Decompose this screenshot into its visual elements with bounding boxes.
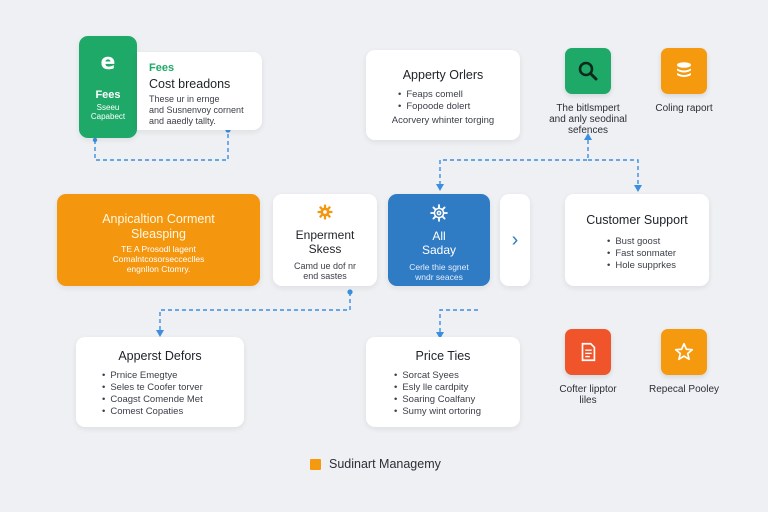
list-item: Comest Copaties [102, 406, 244, 418]
arrowhead [436, 184, 444, 191]
list-item: Soaring Coalfany [394, 394, 520, 406]
apperty-orders-footer: Acorvery whinter torging [391, 115, 495, 126]
connector-to-support [588, 159, 639, 185]
logo-e-icon: e [100, 50, 116, 75]
enperment-skess-subtitle: Skess [308, 242, 342, 256]
connector-enperment-to-defors [159, 292, 351, 330]
enperment-skess-line: Camd ue dof nr [293, 261, 357, 271]
application-content-card[interactable]: Anpicaltion Corment Sleasping TE A Proso… [57, 194, 260, 286]
arrowhead [156, 330, 164, 337]
coin-tile[interactable] [661, 48, 707, 94]
enperment-skess-title: Enperment [295, 228, 355, 242]
search-tile[interactable] [565, 48, 611, 94]
cost-breakdown-line: These ur in ernge [149, 94, 220, 104]
all-saday-line: wndr seaces [415, 272, 463, 282]
arrowhead [634, 185, 642, 192]
apperty-orders-title: Apperty Orlers [402, 68, 484, 82]
list-item: Prnice Emegtye [102, 370, 244, 382]
enperment-skess-line: end sastes [303, 271, 347, 281]
gear-icon [430, 204, 448, 222]
search-icon [578, 61, 598, 81]
list-item: Sorcat Syees [394, 370, 520, 382]
fees-badge-line2: Capabect [90, 112, 126, 121]
list-item: Feaps comell [398, 89, 520, 101]
cost-breakdown-line: and aaedly tallty. [149, 116, 216, 126]
price-ties-title: Price Ties [415, 349, 471, 363]
list-item: Fast sonmater [607, 248, 709, 260]
list-item: Fopoode dolert [398, 101, 520, 113]
cost-breakdown-title: Cost breadons [149, 77, 231, 91]
customer-support-title: Customer Support [586, 213, 688, 227]
chevron-right-icon: › [511, 228, 519, 251]
label-line: Cofter lipptor [559, 384, 617, 395]
all-saday-card[interactable]: All Saday Cerle thie sgnet wndr seaces [388, 194, 490, 286]
search-tile-label: The bitlsmpert and anly seodinal sefence… [538, 103, 638, 136]
apperty-orders-card[interactable]: Apperty Orlers Feaps comell Fopoode dole… [366, 50, 520, 140]
list-item: Hole supprkes [607, 260, 709, 272]
list-item: Seles te Coofer torver [102, 382, 244, 394]
connector-dot [92, 137, 98, 143]
legend: Sudinart Managemy [310, 457, 441, 471]
coin-tile-label: Coling raport [640, 103, 728, 114]
cost-breakdown-tag: Fees [149, 62, 175, 74]
apperst-defors-card[interactable]: Apperst Defors Prnice Emegtye Seles te C… [76, 337, 244, 427]
label-line: Repecal Pooley [648, 384, 720, 395]
list-item: Bust goost [607, 236, 709, 248]
apperst-defors-title: Apperst Defors [118, 349, 202, 363]
document-icon [581, 342, 596, 362]
application-content-line: engnllon Ctomry. [126, 264, 191, 274]
application-content-line: Comalntcosorsecceclles [112, 254, 205, 264]
list-item: Esly lle cardpity [394, 382, 520, 394]
fees-badge-card[interactable]: e Fees Sseeu Capabect [79, 36, 137, 138]
customer-support-list: Bust goost Fast sonmater Hole supprkes [607, 236, 709, 272]
label-line: Coling raport [655, 103, 713, 114]
legend-swatch [310, 458, 321, 470]
price-ties-card[interactable]: Price Ties Sorcat Syees Esly lle cardpit… [366, 337, 520, 427]
connector-dot [347, 289, 353, 295]
label-line: and anly seodinal [549, 114, 627, 125]
star-tile-label: Repecal Pooley [636, 384, 732, 395]
label-line: The bitlsmpert [556, 103, 620, 114]
cost-breakdown-line: and Susnenvoy cornent [149, 105, 244, 115]
label-line: sefences [567, 125, 609, 136]
document-tile-label: Cofter lipptor liles [543, 384, 633, 406]
apperst-defors-list: Prnice Emegtye Seles te Coofer torver Co… [102, 370, 244, 418]
list-item: Coagst Comende Met [102, 394, 244, 406]
application-content-line: TE A Prosodl lagent [121, 244, 196, 254]
connector-all-to-price [439, 309, 480, 332]
customer-support-card[interactable]: Customer Support Bust goost Fast sonmate… [565, 194, 709, 286]
star-icon [674, 342, 694, 361]
all-saday-line: Cerle thie sgnet [409, 262, 469, 272]
gear-icon [317, 204, 333, 220]
all-saday-title: All [432, 229, 446, 243]
enperment-skess-card[interactable]: Enperment Skess Camd ue dof nr end saste… [273, 194, 377, 286]
fees-badge-line1: Sseeu [96, 103, 120, 112]
price-ties-list: Sorcat Syees Esly lle cardpity Soaring C… [394, 370, 520, 418]
legend-label: Sudinart Managemy [329, 457, 441, 471]
application-content-subtitle: Sleasping [131, 227, 186, 241]
apperty-orders-list: Feaps comell Fopoode dolert [398, 89, 520, 113]
list-item: Sumy wint ortoring [394, 406, 520, 418]
cost-breakdown-card[interactable]: Fees Cost breadons These ur in ernge and… [137, 52, 262, 130]
connector-orders-to-all [439, 140, 589, 185]
coin-stack-icon [677, 62, 691, 77]
next-button[interactable]: › [500, 194, 530, 286]
application-content-title: Anpicaltion Corment [102, 212, 215, 226]
document-tile[interactable] [565, 329, 611, 375]
all-saday-subtitle: Saday [421, 243, 457, 257]
star-tile[interactable] [661, 329, 707, 375]
label-line: liles [579, 395, 597, 406]
fees-badge-title: Fees [95, 89, 121, 101]
